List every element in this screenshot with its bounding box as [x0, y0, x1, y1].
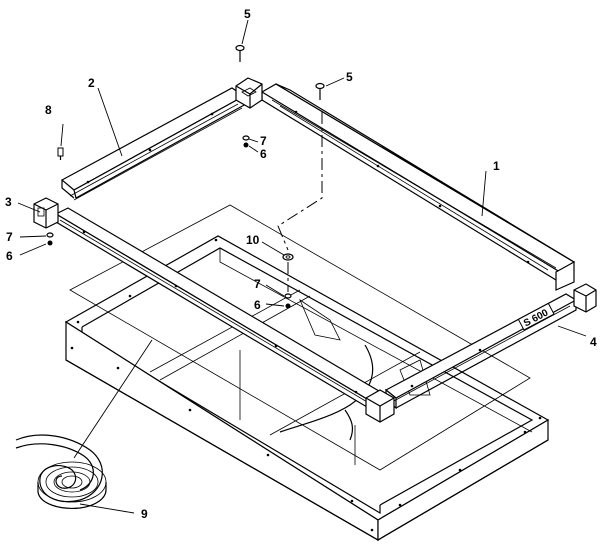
- callout-3: 3: [5, 195, 12, 209]
- washers-6-7-center: [284, 293, 292, 309]
- callout-6-top: 6: [260, 147, 267, 161]
- corner-cap-left: [33, 197, 59, 229]
- callout-1: 1: [493, 159, 500, 173]
- rail-part-1: [260, 83, 576, 291]
- callout-10: 10: [246, 233, 260, 247]
- screw-5-top: [235, 44, 245, 62]
- washers-6-7-left: [46, 232, 54, 246]
- callout-8: 8: [45, 103, 52, 117]
- corner-cap-front: [365, 389, 395, 423]
- callout-6-center: 6: [254, 298, 261, 312]
- base-tray: [64, 235, 550, 542]
- callout-9: 9: [141, 507, 148, 521]
- callout-2: 2: [88, 76, 95, 90]
- callout-6-left: 6: [6, 249, 13, 263]
- rail-part-2: [60, 87, 247, 201]
- washers-6-7-top: [242, 135, 250, 148]
- leader-lines: [17, 19, 587, 514]
- callout-4: 4: [590, 335, 597, 349]
- ring-10: [282, 253, 294, 261]
- callout-7-center: 7: [254, 277, 261, 291]
- sealing-sheet: [69, 204, 531, 471]
- corner-cap-right: [573, 283, 597, 313]
- tape-roll-9: [15, 434, 107, 509]
- top-corner-bracket: [235, 77, 263, 109]
- callout-7-top: 7: [260, 134, 267, 148]
- screw-5-right: [315, 82, 325, 100]
- callout-5-top: 5: [244, 7, 251, 21]
- callout-5-right: 5: [346, 70, 353, 84]
- callout-7-left: 7: [6, 230, 13, 244]
- screw-8: [57, 147, 64, 160]
- callout-labels: 1 2 3 4 5 5 6 6 6 7 7 7 8 9 10: [5, 7, 597, 521]
